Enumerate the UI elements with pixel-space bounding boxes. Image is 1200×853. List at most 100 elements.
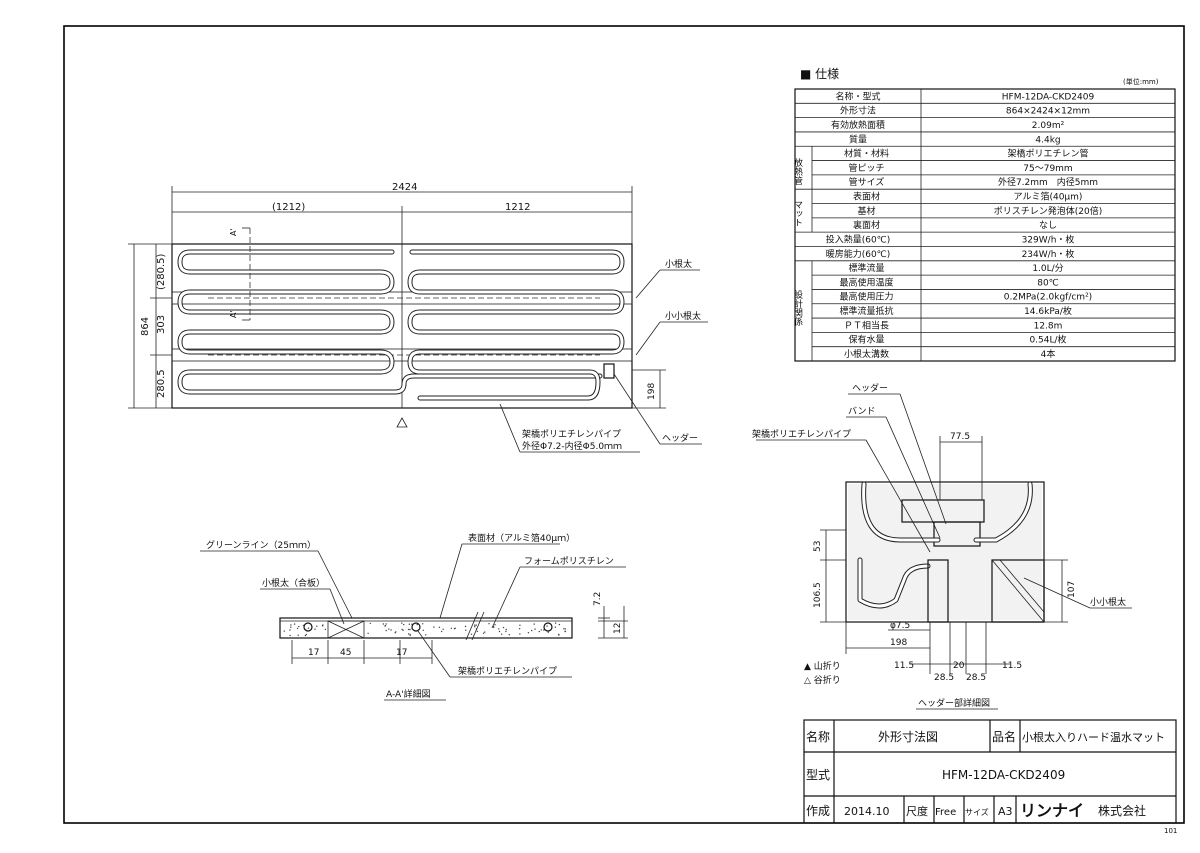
tb-product-label: 品名 — [992, 729, 1016, 744]
dim-total: 2424 — [392, 182, 417, 193]
tb-product-value: 小根太入りハード温水マット — [1022, 730, 1165, 744]
spec-row-value: 14.6kPa/枚 — [1024, 305, 1072, 317]
spec-row-value: なし — [1039, 220, 1057, 231]
plan-header — [603, 363, 615, 379]
spec-row-value: 329W/h・枚 — [1022, 233, 1075, 245]
hd-dim-107: 107 — [1067, 581, 1077, 598]
section-mark-bottom: A' — [229, 310, 238, 318]
spec-row-value: 4.4kg — [1035, 135, 1060, 145]
hd-dim-28-5-a: 28.5 — [934, 673, 954, 683]
tb-company-suffix: 株式会社 — [1098, 803, 1146, 818]
hd-dim-11-5-b: 11.5 — [1002, 661, 1022, 671]
spec-group-pipe: 放熱管 — [792, 157, 803, 185]
hd-callout-band: バンド — [848, 406, 875, 417]
plan-view: A' A' 2424 (1212) 1212 864 (280.5) 303 2… — [128, 182, 708, 453]
section-aa: グリーンライン（25ｍｍ） 表面材（アルミ箔40μｍ） フォームポリスチレン 小… — [200, 532, 628, 701]
hd-dim-11-5-a: 11.5 — [894, 661, 914, 671]
spec-row-value: 864×2424×12mm — [1006, 107, 1090, 117]
hd-dim-77-5: 77.5 — [950, 432, 970, 442]
hd-callout-pipe: 架橋ポリエチレンパイプ — [752, 428, 851, 440]
hd-dim-198: 198 — [890, 638, 907, 648]
spec-table: ■ 仕様 (単位:mm) 名称・型式 HFM-12DA-CKD2409 外形寸法 86… — [792, 67, 1176, 362]
callout-pipe-2: 外径Φ7.2-内径Φ5.0ｍｍ — [522, 440, 622, 452]
dim-198: 198 — [647, 383, 657, 400]
callout-green-line: グリーンライン（25ｍｍ） — [206, 539, 316, 551]
spec-row-value: 0.2MPa(2.0kgf/cm²) — [1004, 293, 1092, 303]
section-title: A-A'詳細図 — [386, 688, 431, 700]
callout-foam: フォームポリスチレン — [524, 556, 614, 567]
spec-row-label: 保有水量 — [848, 334, 884, 346]
callout-header: ヘッダー — [662, 432, 698, 444]
dim-top: (280.5) — [156, 253, 167, 290]
spec-row-value: 75〜79mm — [1023, 164, 1072, 174]
spec-row-label: 名称・型式 — [835, 90, 880, 102]
callout-surface: 表面材（アルミ箔40μｍ） — [468, 532, 575, 544]
title-block: 名称 外形寸法図 品名 小根太入りハード温水マット 型式 HFM-12DA-CK… — [803, 719, 1177, 824]
spec-unit-note: (単位:mm) — [1123, 77, 1159, 86]
hd-dim-53: 53 — [813, 541, 823, 552]
spec-row-label: 表面材 — [853, 191, 880, 203]
spec-row-value: 架橋ポリエチレン管 — [1007, 148, 1088, 160]
hd-callout-kokonedai: 小小根太 — [1090, 596, 1126, 608]
tb-model-label: 型式 — [806, 768, 830, 782]
dim-7-2: 7.2 — [593, 592, 603, 606]
drawing-frame — [63, 25, 1185, 824]
spec-row-label: 標準流量抵抗 — [839, 305, 893, 317]
tb-made-value: 2014.10 — [844, 805, 890, 818]
header-detail: ヘッダー バンド 架橋ポリエチレンパイプ 小小根太 77.5 53 106.5 … — [752, 382, 1132, 710]
dim-height: 864 — [140, 317, 151, 336]
dim-mid: 303 — [156, 315, 167, 334]
legend-valley-fold: △ 谷折り — [804, 674, 841, 686]
hd-dim-106-5: 106.5 — [813, 582, 823, 608]
spec-row-value: 2.09m² — [1032, 121, 1065, 131]
spec-row-value: HFM-12DA-CKD2409 — [1002, 92, 1095, 102]
spec-row-label: 暖房能力(60℃) — [826, 248, 891, 260]
spec-group-design: 設計関係 — [792, 289, 803, 327]
page-code: 101 — [1164, 827, 1177, 835]
spec-row-value: 外径7.2mm 内径5mm — [998, 176, 1098, 188]
tb-made-label: 作成 — [806, 804, 830, 818]
callout-section-pipe: 架橋ポリエチレンパイプ — [458, 665, 557, 677]
spec-row-value: 4本 — [1041, 348, 1056, 360]
hd-dim-28-5-b: 28.5 — [966, 673, 986, 683]
spec-row-label: 投入熱量(60℃) — [826, 233, 891, 245]
tb-scale-value: Free — [935, 807, 956, 818]
spec-row-label: 管サイズ — [849, 176, 885, 188]
tb-scale-label: 尺度 — [906, 804, 928, 818]
dim-12: 12 — [613, 623, 623, 634]
dim-bottom: 280.5 — [156, 369, 167, 398]
plywood-strip — [327, 620, 365, 639]
spec-row-label: 小根太溝数 — [844, 348, 889, 360]
callout-konedai: 小根太 — [665, 258, 692, 270]
callout-kokonedai: 小小根太 — [665, 310, 701, 322]
dim-right: 1212 — [505, 202, 530, 213]
spec-row-label: 裏面材 — [853, 219, 880, 231]
spec-row-label: 外形寸法 — [840, 105, 876, 117]
spec-row-label: ＰＴ相当長 — [844, 319, 889, 331]
tb-model-value: HFM-12DA-CKD2409 — [942, 768, 1065, 782]
tb-size-value: A3 — [998, 805, 1013, 818]
spec-row-value: 234W/h・枚 — [1022, 248, 1075, 260]
hd-title: ヘッダー部詳細図 — [918, 697, 990, 709]
spec-row-label: 有効放熱面積 — [831, 119, 885, 131]
spec-row-value: 80℃ — [1037, 278, 1059, 288]
spec-group-mat: マット — [792, 200, 802, 227]
callout-pipe-1: 架橋ポリエチレンパイプ — [522, 428, 621, 440]
dim-17-b: 17 — [396, 648, 407, 658]
tb-name-value: 外形寸法図 — [878, 730, 938, 744]
spec-row-label: 材質・材料 — [844, 148, 889, 160]
spec-row-value: ポリスチレン発泡体(20倍) — [994, 205, 1102, 217]
spec-row-label: 標準流量 — [848, 262, 884, 274]
dim-left: (1212) — [272, 202, 305, 213]
hd-dim-phi-7-5: φ7.5 — [890, 621, 910, 631]
spec-row-label: 最高使用温度 — [839, 276, 893, 288]
spec-row-label: 最高使用圧力 — [839, 291, 893, 303]
spec-heading: ■ 仕様 — [800, 67, 839, 81]
spec-row-value: 1.0L/分 — [1032, 263, 1063, 274]
valley-fold-mark — [396, 417, 408, 428]
spec-row-label: 管ピッチ — [848, 162, 884, 174]
section-mark-top: A' — [229, 228, 238, 236]
tb-size-label: サイズ — [965, 807, 989, 817]
